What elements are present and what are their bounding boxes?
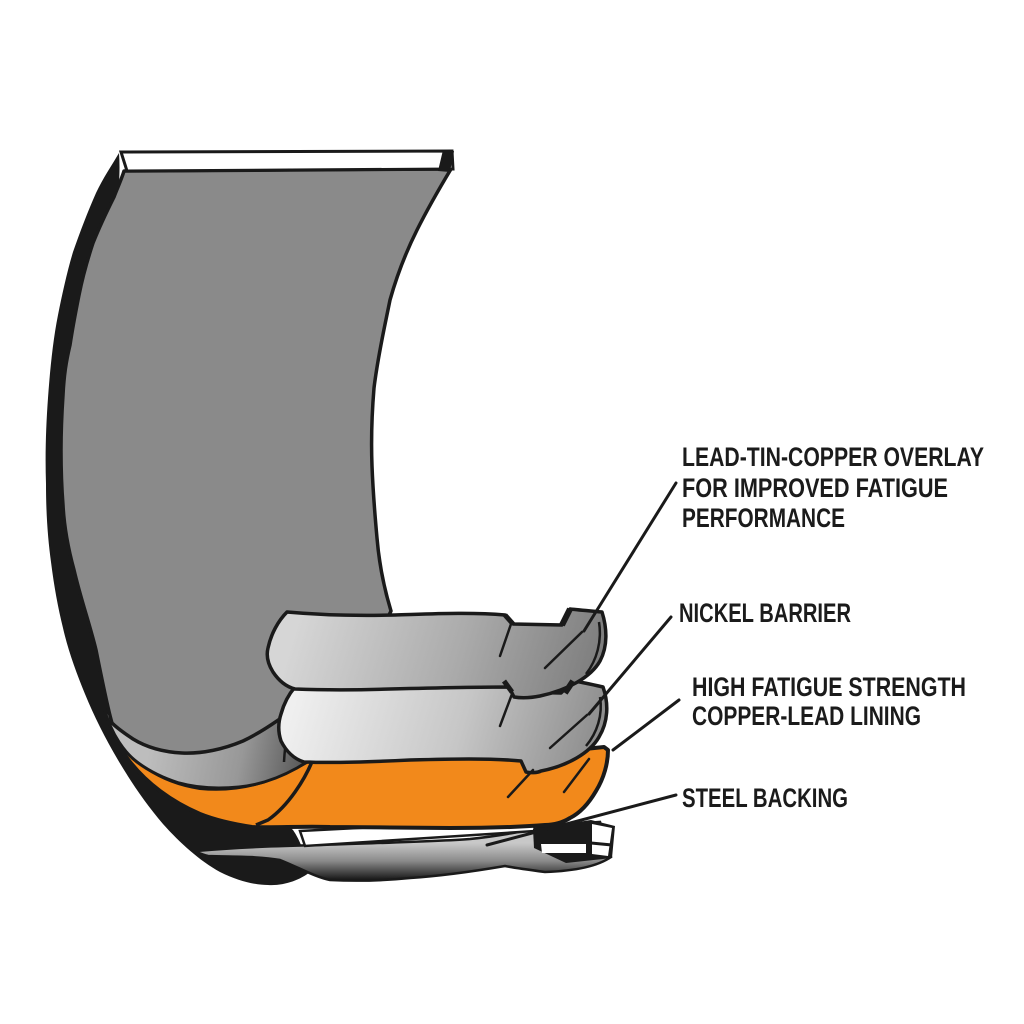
svg-text:STEEL BACKING: STEEL BACKING: [682, 783, 848, 813]
svg-text:COPPER-LEAD LINING: COPPER-LEAD LINING: [692, 701, 921, 731]
svg-text:LEAD-TIN-COPPER OVERLAY: LEAD-TIN-COPPER OVERLAY: [682, 442, 984, 472]
svg-text:HIGH FATIGUE STRENGTH: HIGH FATIGUE STRENGTH: [692, 672, 966, 702]
svg-text:FOR IMPROVED FATIGUE: FOR IMPROVED FATIGUE: [682, 473, 948, 503]
svg-text:PERFORMANCE: PERFORMANCE: [682, 503, 845, 533]
svg-text:NICKEL BARRIER: NICKEL BARRIER: [679, 598, 851, 628]
